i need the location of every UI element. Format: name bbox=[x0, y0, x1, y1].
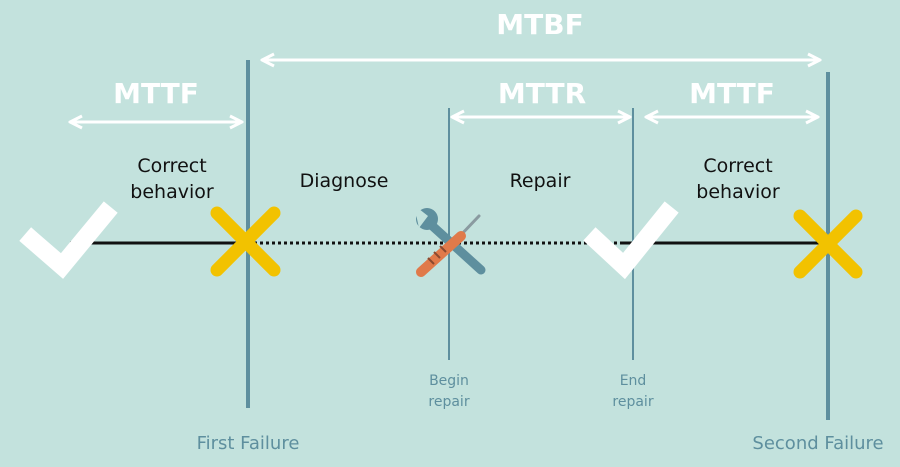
mttf-right-label: MTTF bbox=[689, 77, 775, 110]
mttf-left-label: MTTF bbox=[113, 77, 199, 110]
correct-behavior-left-line1: Correct bbox=[137, 155, 207, 177]
end-repair-label: End repair bbox=[593, 371, 673, 413]
wrench-screwdriver-icon bbox=[414, 205, 486, 277]
check-icon bbox=[19, 201, 118, 279]
second-failure-label: Second Failure bbox=[752, 433, 884, 454]
x-icon bbox=[210, 206, 281, 277]
check-icon bbox=[583, 201, 679, 280]
repair-label: Repair bbox=[509, 170, 571, 192]
diagnose-label: Diagnose bbox=[299, 170, 389, 192]
correct-behavior-left-line2: behavior bbox=[130, 181, 214, 203]
end-repair-line1: End bbox=[619, 373, 647, 389]
correct-behavior-right-line1: Correct bbox=[703, 155, 773, 177]
mttr-label: MTTR bbox=[497, 77, 587, 110]
x-icon bbox=[793, 209, 863, 279]
begin-repair-label: Begin repair bbox=[409, 371, 489, 413]
mtbf-label: MTBF bbox=[496, 8, 584, 41]
correct-behavior-right-line2: behavior bbox=[696, 181, 780, 203]
begin-repair-line2: repair bbox=[428, 394, 470, 410]
begin-repair-line1: Begin bbox=[429, 373, 469, 389]
first-failure-label: First Failure bbox=[196, 433, 300, 454]
correct-behavior-right-label: Correct behavior bbox=[676, 153, 800, 205]
end-repair-line2: repair bbox=[612, 394, 654, 410]
correct-behavior-left-label: Correct behavior bbox=[110, 153, 234, 205]
